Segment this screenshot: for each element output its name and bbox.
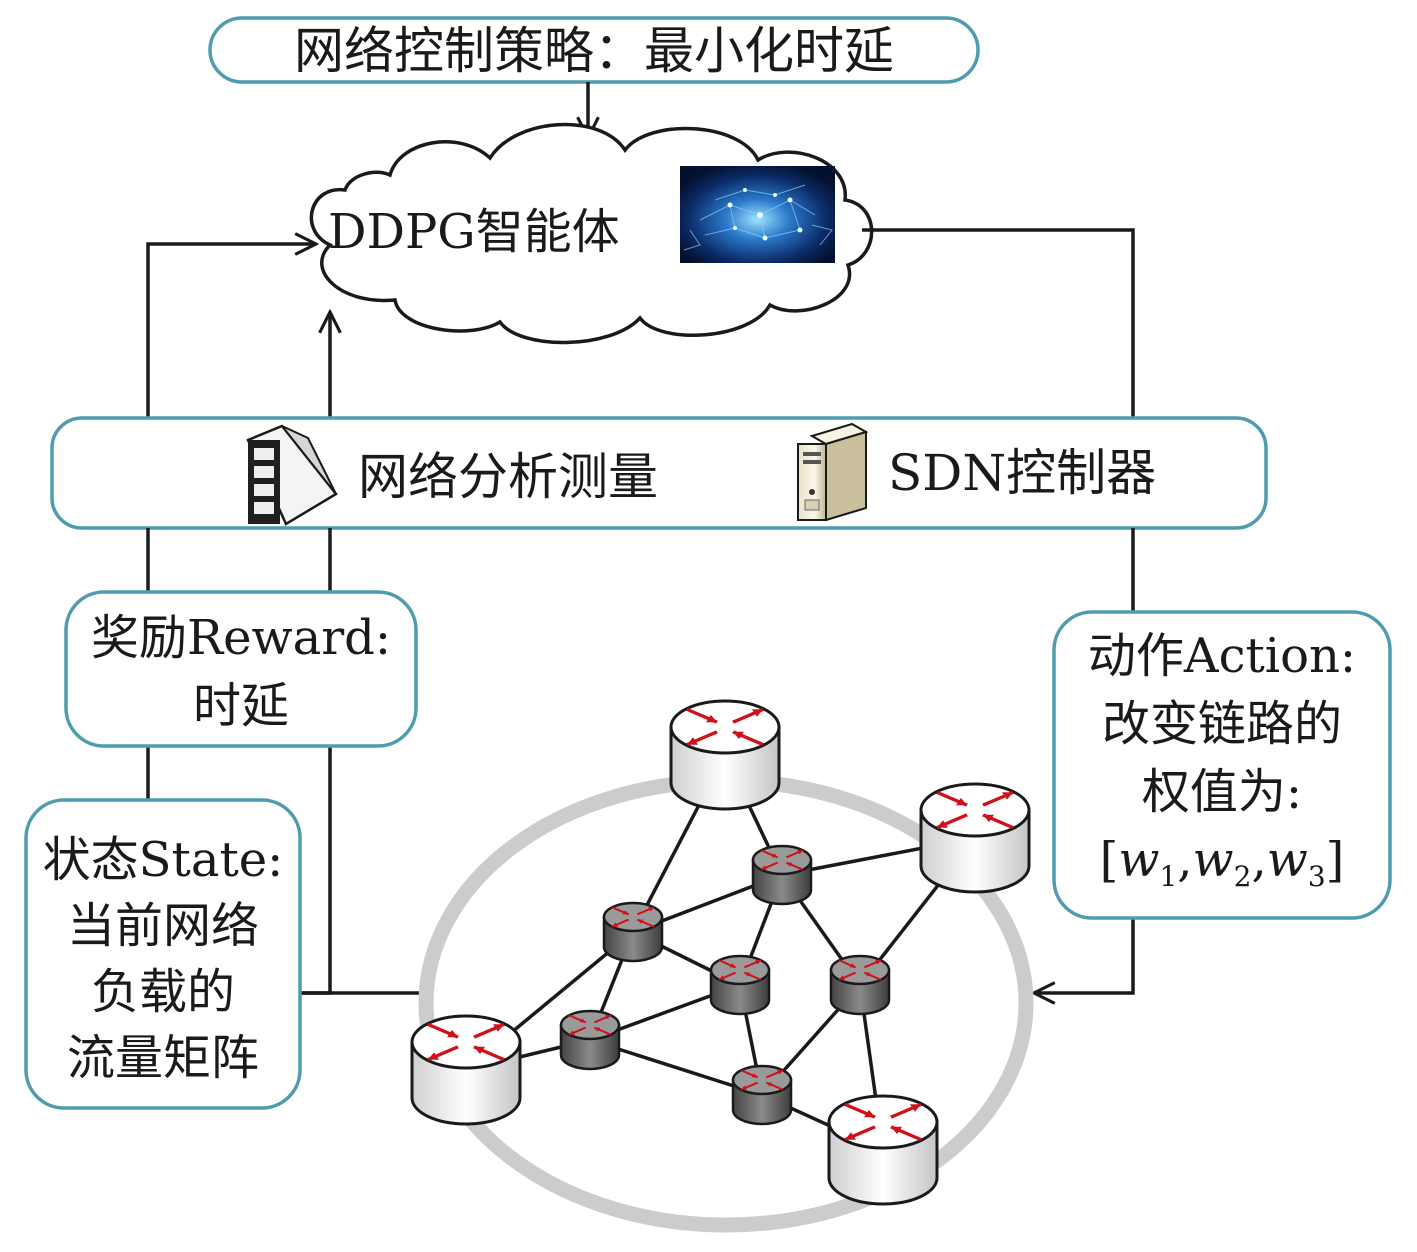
action-line1: 动作Action:: [1088, 628, 1356, 684]
router-large-icon: [410, 1014, 522, 1126]
router-small-icon: [709, 954, 771, 1016]
router-small-icon: [751, 844, 813, 906]
reward-line2: 时延: [193, 678, 289, 734]
reward-box: 奖励Reward: 时延: [64, 590, 418, 748]
state-box: 状态State: 当前网络 负载的 流量矩阵: [24, 798, 302, 1110]
state-line2: 当前网络: [67, 898, 259, 954]
agent-to-controller-line: [862, 228, 1135, 418]
agent-cloud: DDPG智能体: [309, 122, 874, 345]
router-small-icon: [731, 1064, 793, 1126]
controller-label: SDN控制器: [888, 444, 1156, 502]
state-line4: 流量矩阵: [67, 1030, 259, 1086]
neural-brain-image: [680, 166, 835, 263]
policy-box: 网络控制策略：最小化时延: [208, 16, 980, 84]
reward-to-agent-arrow: [146, 244, 316, 418]
platform-box: 网络分析测量 SDN控制器: [50, 416, 1268, 530]
analysis-label: 网络分析测量: [358, 448, 658, 506]
reward-line1: 奖励Reward:: [91, 610, 391, 666]
router-small-icon: [829, 954, 891, 1016]
router-large-icon: [827, 1094, 939, 1206]
action-line2: 改变链路的: [1102, 696, 1342, 752]
router-small-icon: [602, 901, 664, 963]
router-large-icon: [669, 699, 781, 811]
policy-text: 网络控制策略：最小化时延: [294, 22, 894, 80]
action-weights: [w1,w2,w3]: [1100, 832, 1345, 893]
state-line3: 负载的: [91, 964, 235, 1020]
network-routers: [410, 699, 1031, 1206]
action-line3: 权值为:: [1142, 764, 1302, 820]
action-box: 动作Action: 改变链路的 权值为: [w1,w2,w3]: [1052, 610, 1392, 920]
state-line1: 状态State:: [43, 832, 284, 888]
server-rack-icon: [246, 424, 338, 526]
tower-server-icon: [797, 422, 869, 522]
action-to-network-arrow: [1034, 918, 1135, 993]
agent-label: DDPG智能体: [328, 204, 620, 260]
router-small-icon: [559, 1009, 621, 1071]
network-topology: [410, 699, 1034, 1233]
router-large-icon: [919, 782, 1031, 894]
